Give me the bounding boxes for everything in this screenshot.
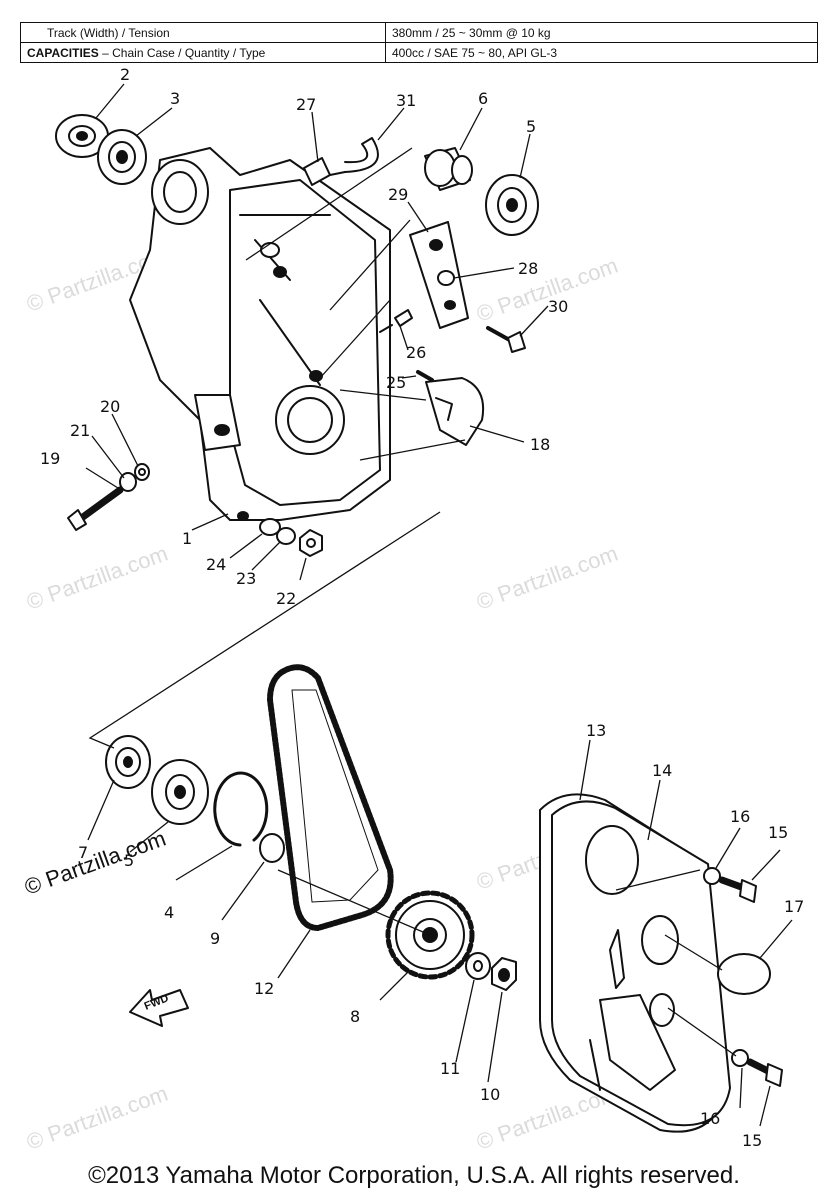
breather-hose-part-31 — [344, 137, 379, 173]
callout-9: 9 — [210, 929, 220, 948]
screw-part-26 — [379, 309, 413, 333]
callout-1: 1 — [182, 529, 192, 548]
bolt-part-15-lower — [746, 1058, 783, 1087]
bearing-part-5-upper — [485, 174, 539, 236]
callout-14: 14 — [652, 761, 672, 780]
callout-16-lower: 16 — [700, 1109, 720, 1128]
callout-17: 17 — [784, 897, 804, 916]
copyright-notice: ©2013 Yamaha Motor Corporation, U.S.A. A… — [88, 1162, 740, 1189]
callout-23: 23 — [236, 569, 256, 588]
callout-7: 7 — [78, 843, 88, 862]
nut-part-22 — [299, 529, 323, 557]
spacer-part-6 — [424, 147, 473, 191]
circlip-part-4 — [213, 771, 269, 847]
callout-16-upper: 16 — [730, 807, 750, 826]
callout-5: 5 — [526, 117, 536, 136]
callout-12: 12 — [254, 979, 274, 998]
forward-direction-arrow — [129, 989, 189, 1027]
callout-19: 19 — [40, 449, 60, 468]
bolt-part-15-upper — [718, 876, 757, 903]
nut-part-10 — [491, 957, 517, 991]
bearing-part-2 — [55, 114, 109, 158]
spec-table: Track (Width) / Tension 380mm / 25 ~ 30m… — [20, 22, 818, 63]
callout-15-upper: 15 — [768, 823, 788, 842]
watermark-3: © Partzilla.com — [23, 541, 171, 615]
callout-20: 20 — [100, 397, 120, 416]
callout-5-lower: 5 — [124, 851, 134, 870]
breather-fitting-part-27 — [303, 157, 346, 186]
callout-27: 27 — [296, 95, 316, 114]
washer-part-23 — [276, 527, 296, 545]
washer-part-11 — [465, 952, 491, 980]
tensioner-slipper-part-18 — [425, 377, 484, 446]
callout-29: 29 — [388, 185, 408, 204]
callout-3: 3 — [170, 89, 180, 108]
washer-part-16-upper — [703, 867, 721, 885]
callout-30: 30 — [548, 297, 568, 316]
spec-label-capacities: CAPACITIES – Chain Case / Quantity / Typ… — [20, 42, 386, 63]
spec-label-capacities-rest: – Chain Case / Quantity / Type — [98, 45, 266, 60]
callout-18: 18 — [530, 435, 550, 454]
callout-11: 11 — [440, 1059, 460, 1078]
callout-8: 8 — [350, 1007, 360, 1026]
washer-part-24 — [259, 518, 281, 536]
bearing-part-5-lower — [151, 759, 209, 825]
bearing-part-7 — [105, 735, 151, 789]
inspection-cap-part-17 — [717, 953, 771, 995]
bearing-part-3 — [97, 129, 147, 185]
watermark-6: © Partzilla.com — [23, 1081, 171, 1155]
pin-part-25 — [416, 370, 434, 382]
leader-lines — [85, 83, 793, 1127]
watermark-4: © Partzilla.com — [473, 541, 621, 615]
watermark-dark: © Partzilla.com — [21, 826, 169, 900]
tensioner-plate-part-28 — [409, 221, 469, 329]
chain-case-housing — [129, 147, 391, 521]
callout-15-lower: 15 — [742, 1131, 762, 1150]
bolt-part-19 — [67, 486, 124, 531]
spec-label-capacities-heading: CAPACITIES — [27, 45, 99, 60]
spec-value-capacities: 400cc / SAE 75 ~ 80, API GL-3 — [385, 42, 818, 63]
callout-13: 13 — [586, 721, 606, 740]
callout-10: 10 — [480, 1085, 500, 1104]
callout-21: 21 — [70, 421, 90, 440]
callout-26: 26 — [406, 343, 426, 362]
callout-22: 22 — [276, 589, 296, 608]
callout-2: 2 — [120, 65, 130, 84]
washer-part-20 — [134, 463, 150, 481]
screw-part-30 — [486, 326, 526, 353]
drive-chain-part-12 — [267, 664, 394, 931]
callout-31: 31 — [396, 91, 416, 110]
callout-numbers: 2 3 27 31 6 5 29 28 30 26 25 18 20 21 19… — [40, 65, 804, 1150]
callout-28: 28 — [518, 259, 538, 278]
callout-4: 4 — [164, 903, 174, 922]
callout-25: 25 — [386, 373, 406, 392]
spacer-part-9 — [259, 833, 285, 863]
washer-part-16-lower — [731, 1049, 749, 1067]
spec-row-capacities: CAPACITIES – Chain Case / Quantity / Typ… — [20, 42, 818, 63]
chain-case-cover-part-14 — [551, 800, 731, 1127]
callout-24: 24 — [206, 555, 226, 574]
callout-6: 6 — [478, 89, 488, 108]
